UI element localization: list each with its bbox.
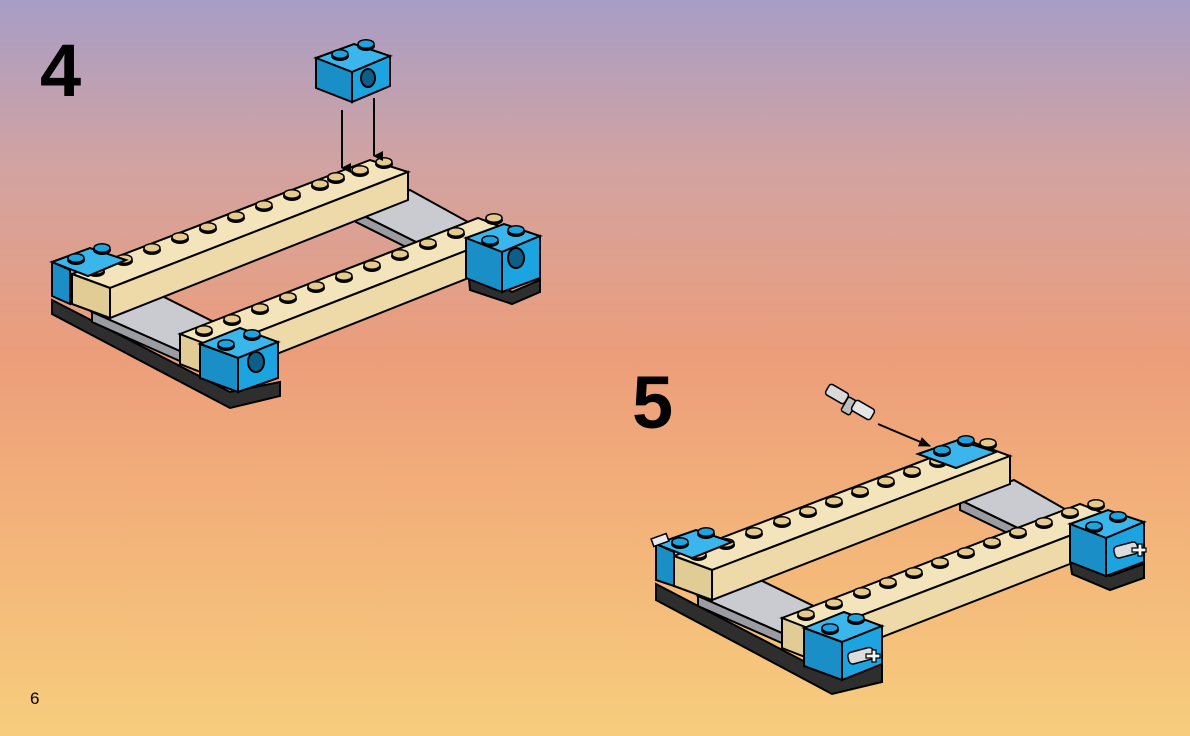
blue-technic-brick-left <box>49 242 129 306</box>
blue-technic-brick-front <box>801 610 885 682</box>
step-4-assembly <box>49 38 543 410</box>
blue-technic-brick-right <box>1067 508 1147 578</box>
technic-pin-icon <box>824 383 876 421</box>
blue-technic-brick-back <box>915 434 999 470</box>
blue-technic-brick-left <box>650 526 735 588</box>
dark-base-plate <box>51 298 281 410</box>
step-4-number: 4 <box>40 29 82 112</box>
blue-technic-brick-front <box>197 326 281 394</box>
step-5-number: 5 <box>632 361 674 444</box>
blue-technic-brick-right <box>463 222 543 294</box>
technic-axle-end-icon <box>1113 541 1147 559</box>
technic-brick-icon <box>313 38 393 104</box>
step-5-assembly <box>650 383 1147 696</box>
arrow-right-icon <box>877 423 931 447</box>
technic-axle-end-icon <box>847 646 881 665</box>
page-number: 6 <box>30 689 40 708</box>
